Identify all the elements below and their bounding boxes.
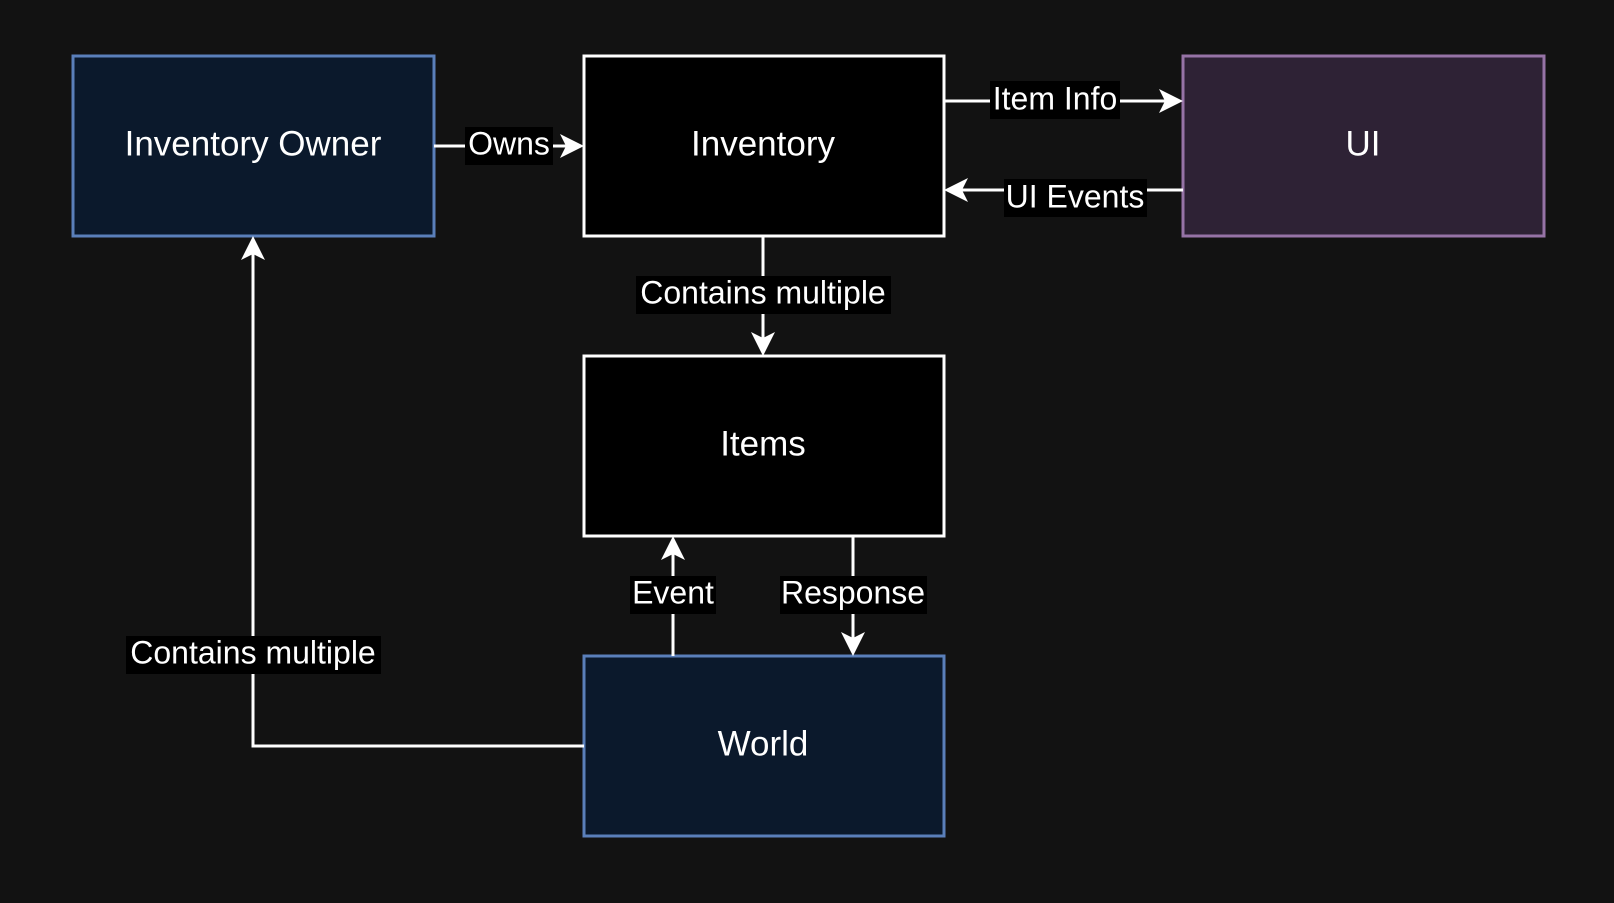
- node-world: World: [582, 654, 946, 838]
- node-ui: UI: [1181, 54, 1546, 238]
- edge-ui-events-arrowhead: [944, 178, 968, 202]
- edge-item-info-label-bg: [990, 81, 1120, 119]
- edge-inventory-contains-label: Contains multiple: [640, 274, 885, 310]
- node-inventory-label: Inventory: [691, 124, 835, 163]
- edge-event: Event: [630, 536, 716, 656]
- node-world-box: [582, 654, 946, 838]
- node-items: Items: [582, 354, 946, 538]
- edge-inventory-contains-items: Contains multiple: [636, 236, 891, 356]
- edge-item-info-label: Item Info: [993, 80, 1118, 116]
- edge-world-contains-arrowhead: [241, 236, 265, 260]
- node-inventory-owner-box: [71, 54, 436, 238]
- edge-event-label: Event: [632, 574, 714, 610]
- edge-inventory-contains-arrowhead: [751, 332, 775, 356]
- node-ui-box: [1181, 54, 1546, 238]
- edge-owns: Owns: [434, 125, 584, 165]
- edge-item-info: Item Info: [944, 80, 1183, 119]
- node-inventory-box: [582, 54, 946, 238]
- edge-event-arrowhead: [661, 536, 685, 560]
- edge-ui-events: UI Events: [944, 178, 1183, 217]
- node-items-box: [582, 354, 946, 538]
- edge-owns-label-bg: [465, 127, 553, 165]
- edge-response-label-bg: [780, 576, 927, 614]
- edge-response-label: Response: [781, 574, 925, 610]
- edge-response: Response: [780, 536, 927, 656]
- edge-owns-label: Owns: [468, 125, 550, 161]
- node-ui-label: UI: [1346, 124, 1381, 163]
- edge-ui-events-label-bg: [1004, 179, 1147, 217]
- edge-response-arrowhead: [841, 632, 865, 656]
- node-items-label: Items: [720, 424, 806, 463]
- edge-world-contains-line: [251, 250, 584, 748]
- edge-world-contains-owners: Contains multiple: [126, 236, 584, 748]
- edge-inventory-contains-label-bg: [636, 276, 891, 314]
- edge-world-contains-label-bg: [126, 636, 381, 674]
- node-world-label: World: [718, 724, 809, 763]
- edge-item-info-arrowhead: [1159, 89, 1183, 113]
- node-inventory-owner-label: Inventory Owner: [125, 124, 382, 163]
- node-inventory-owner: Inventory Owner: [71, 54, 436, 238]
- edge-world-contains-label: Contains multiple: [130, 634, 375, 670]
- edge-event-label-bg: [630, 576, 716, 614]
- node-inventory: Inventory: [582, 54, 946, 238]
- edge-ui-events-label: UI Events: [1006, 178, 1145, 214]
- edge-owns-arrowhead: [560, 134, 584, 158]
